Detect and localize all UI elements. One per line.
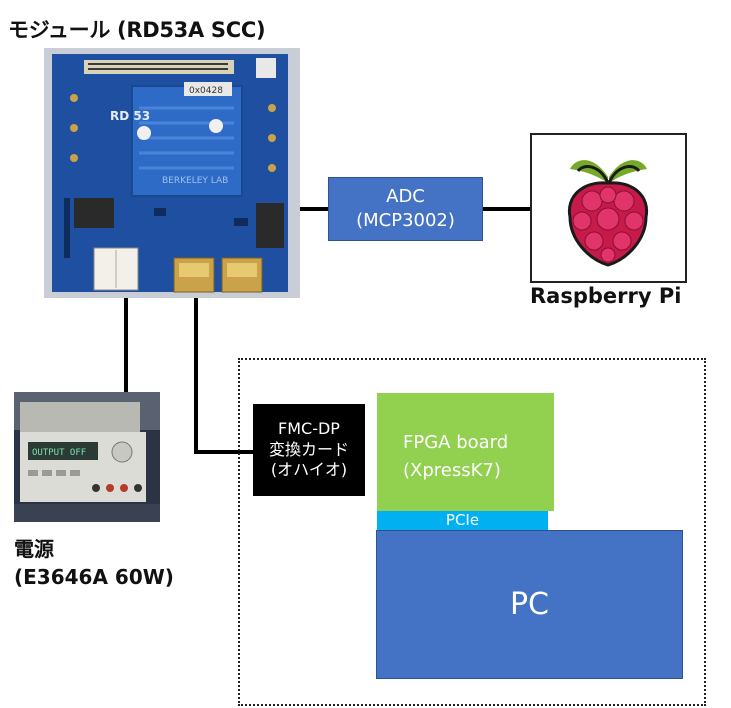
module-to-fmc-line (194, 298, 253, 454)
raspberry-pi-box (530, 133, 687, 283)
fpga-label-line1: FPGA board (403, 432, 509, 453)
fmc-label-line3: (オハイオ) (270, 460, 348, 480)
module-board-photo: BERKELEY LAB 0x0428 RD 53 (44, 48, 300, 298)
pc-enclosure (238, 358, 706, 706)
adc-label-line1: ADC (386, 185, 425, 207)
board-mark-label: RD 53 (110, 109, 150, 123)
psu-display-text: OUTPUT OFF (32, 448, 86, 458)
fpga-board-box: FPGA board (XpressK7) (377, 393, 554, 511)
board-brand-text: BERKELEY LAB (162, 176, 228, 186)
adc-box: ADC (MCP3002) (328, 177, 483, 241)
fmc-label-line1: FMC-DP (278, 418, 340, 438)
board-id-label: 0x0428 (189, 86, 223, 96)
power-supply-label: 電源 (E3646A 60W) (14, 535, 174, 591)
pc-box: PC (376, 530, 683, 679)
power-supply-label-line1: 電源 (14, 537, 54, 561)
module-title: モジュール (RD53A SCC) (8, 18, 266, 42)
power-supply-label-line2: (E3646A 60W) (14, 565, 174, 589)
fpga-label-line2: (XpressK7) (403, 459, 501, 481)
fmc-dp-card-box: FMC-DP 変換カード (オハイオ) (253, 404, 365, 496)
adc-label-line2: (MCP3002) (356, 210, 455, 231)
fmc-label-line2: 変換カード (268, 439, 349, 459)
pcie-bar: PCIe (377, 511, 548, 530)
power-supply-photo: OUTPUT OFF (14, 392, 160, 522)
raspberry-pi-label: Raspberry Pi (530, 284, 682, 308)
pc-label: PC (509, 587, 550, 622)
raspberry-pi-logo-icon (567, 160, 649, 267)
